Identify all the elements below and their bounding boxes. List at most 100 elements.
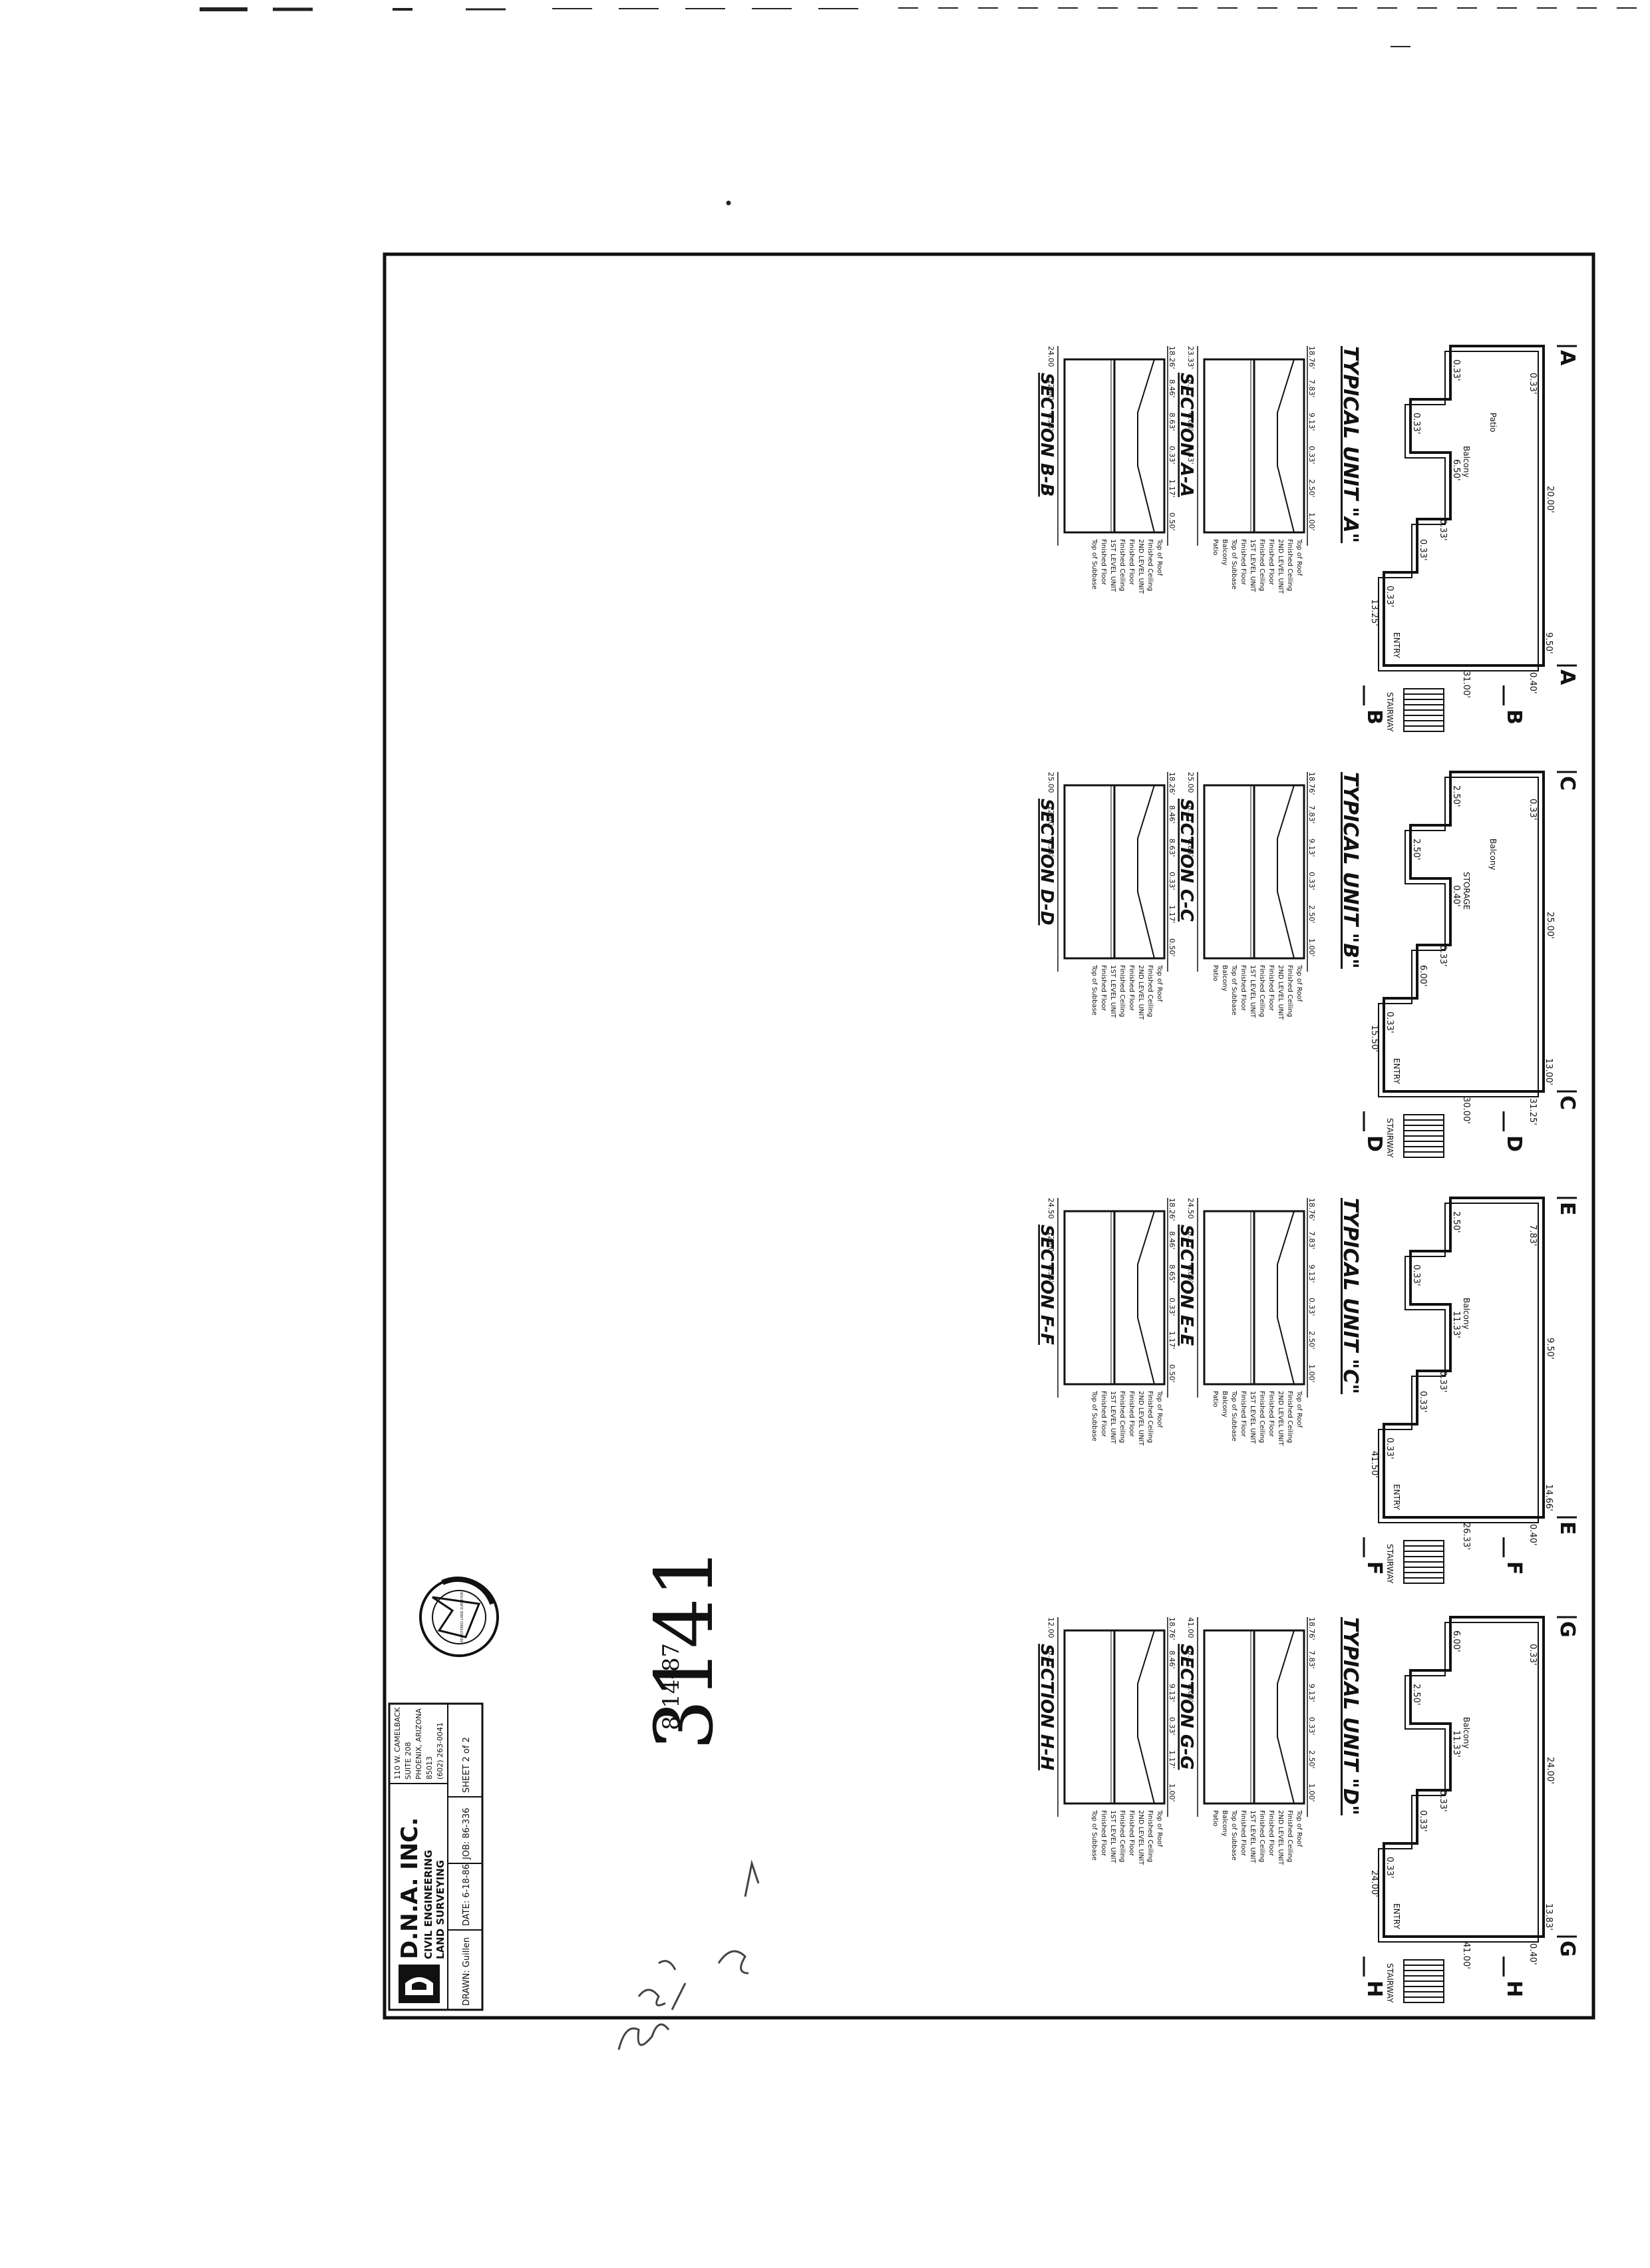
scan-edge-marks [200, 7, 1650, 206]
section-note: Top of Subbase [1090, 538, 1098, 590]
roof-line [1277, 1630, 1295, 1804]
section-dimension: 2.50' [1307, 905, 1316, 924]
section-note: Top of Subbase [1090, 1809, 1098, 1861]
section-dimension: 18.76' [1307, 772, 1316, 795]
units-layer: AABB20.00'0.40'31.00'13.25'9.50'6.50'0.3… [1037, 345, 1579, 2003]
section-title: SECTION C-C [1176, 799, 1196, 922]
plan-dimension: 7.83' [1528, 1225, 1538, 1246]
section-dimension: 18.76' [1307, 1617, 1316, 1640]
plan-dimension: 0.33' [1385, 1857, 1395, 1879]
section-cut-label: D [1363, 1135, 1386, 1152]
section-note: Finished Ceiling [1286, 539, 1293, 591]
company-logo [399, 1965, 440, 2003]
section-note: 2ND LEVEL UNIT [1137, 1810, 1144, 1865]
section-dimension: 8.15' [1186, 1231, 1195, 1250]
section-dimension: 41.00 [1186, 1617, 1195, 1638]
section-dimension: 9.13' [1307, 413, 1316, 431]
section-dimension: 6.00' [1186, 413, 1195, 431]
section-cut-label: F [1363, 1561, 1386, 1575]
plan-dimension: 0.33' [1411, 413, 1421, 435]
stairway-symbol [1403, 688, 1444, 732]
section-dimension: 1.17' [1168, 479, 1176, 498]
section-dimension: 12.00 [1047, 379, 1055, 401]
plan-dimension: 26.33' [1461, 1523, 1471, 1550]
section-dimension: 1.00' [1307, 1784, 1316, 1802]
roof-line [1277, 785, 1295, 959]
roof-line [1137, 1630, 1155, 1804]
section-cut-label: C [1556, 776, 1579, 791]
section-note: Top of Roof [1156, 538, 1163, 576]
unit-inner-outline [1378, 1203, 1539, 1523]
section-dimension: 8.46' [1168, 1231, 1176, 1250]
section-note: Finished Floor [1267, 539, 1275, 586]
section-cut-label: A [1556, 350, 1579, 366]
section-note: Finished Floor [1100, 1391, 1107, 1437]
plan-note: STAIRWAY [1385, 1544, 1395, 1584]
unit-1: CCDD25.00'31.25'30.00'15.50'13.00'0.40'2… [1037, 771, 1579, 1158]
plan-dimension: 0.33' [1528, 1644, 1538, 1666]
unit-plan: GGHH24.00'0.40'41.00'24.00'13.83'11.33'6… [1363, 1616, 1579, 2003]
plan-dimension: 0.40' [1528, 1943, 1538, 1965]
section-cut-label: E [1556, 1521, 1579, 1535]
section-note: 2ND LEVEL UNIT [1137, 539, 1144, 594]
section-dimension: 24.50 [1047, 1198, 1055, 1219]
company-name: D.N.A. INC. [397, 1817, 423, 1959]
section-dimension: 8.15' [1186, 379, 1195, 398]
unit-plan: EEFF9.50'0.40'26.33'41.50'14.66'11.33'2.… [1363, 1197, 1579, 1584]
section-dimension: 0.33' [1168, 872, 1176, 890]
plan-note: ENTRY [1392, 1484, 1401, 1510]
unit-title: TYPICAL UNIT "D" [1339, 1617, 1362, 1815]
section-note: Finished Floor [1267, 1810, 1275, 1857]
section-note: Finished Ceiling [1286, 965, 1293, 1017]
plan-dimension: 24.00' [1369, 1870, 1379, 1897]
section-dimension: 0.33' [1168, 1717, 1176, 1736]
plan-dimension: 0.40' [1528, 672, 1538, 694]
section-dimension: 1.00' [1307, 1364, 1316, 1383]
section-dimension: 1.17' [1168, 905, 1176, 924]
plan-dimension: 24.00' [1545, 1757, 1555, 1784]
plan-dimension: 31.00' [1461, 671, 1471, 698]
section-dimension: 8.46' [1168, 379, 1176, 398]
plan-dimension: 41.50' [1369, 1451, 1379, 1478]
drawing-border [383, 252, 1595, 2020]
plan-dimension: 0.33' [1385, 586, 1395, 608]
section-dimension: 0.33' [1307, 872, 1316, 890]
section-dimension: 18.26' [1168, 1198, 1176, 1221]
section-dimension: 12.00 [1047, 805, 1055, 827]
section-dimension: 8.15' [1186, 1650, 1195, 1669]
section-note: 1ST LEVEL UNIT [1109, 1391, 1116, 1445]
section-note: Finished Ceiling [1118, 1391, 1126, 1443]
section-note: Finished Ceiling [1118, 539, 1126, 591]
plan-dimension: 6.50' [1451, 459, 1461, 481]
plan-dimension: 0.33' [1385, 1012, 1395, 1034]
unit-floor-outline [1383, 771, 1545, 1093]
section-section-g-g: 18.76'7.83'9.13'0.33'2.50'1.00'41.008.15… [1176, 1617, 1316, 1865]
section-note: Finished Floor [1100, 1810, 1107, 1857]
unit-plan: CCDD25.00'31.25'30.00'15.50'13.00'0.40'2… [1363, 771, 1579, 1158]
plan-dimension: 41.00' [1461, 1942, 1471, 1969]
section-dimension: 6.00' [1186, 1264, 1195, 1283]
section-cut-label: H [1363, 1981, 1386, 1997]
section-dimension: 0.33' [1047, 413, 1055, 431]
plan-dimension: 0.33' [1418, 1810, 1428, 1832]
section-section-a-a: 18.76'7.83'9.13'0.33'2.50'1.00'23.33'8.1… [1176, 346, 1316, 594]
plan-dimension: 15.50' [1369, 1025, 1379, 1052]
section-cut-label: A [1556, 669, 1579, 685]
unit-inner-outline [1378, 777, 1539, 1097]
plan-dimension: 31.25' [1528, 1098, 1538, 1125]
section-note: Finished Ceiling [1118, 1810, 1126, 1862]
section-dimension: 0.33' [1047, 1650, 1055, 1669]
section-dimension: 25.00 [1186, 772, 1195, 793]
handwritten-date: 8-14-87 [658, 1643, 685, 1730]
company-service-1: CIVIL ENGINEERING [422, 1850, 434, 1959]
section-dimension: 9.13' [1307, 1264, 1316, 1283]
section-dimension: 1.00' [1168, 1784, 1176, 1802]
section-dimension: 9.13' [1307, 839, 1316, 857]
handwritten-annotations: 3141 8-14-87 [617, 1547, 760, 2050]
section-note: Finished Floor [1128, 539, 1135, 586]
plan-dimension: 13.00' [1544, 1058, 1554, 1085]
roof-line [1137, 1211, 1155, 1385]
section-dimension: 6.00' [1186, 1684, 1195, 1702]
unit-2: EEFF9.50'0.40'26.33'41.50'14.66'11.33'2.… [1037, 1197, 1579, 1584]
section-dimension: 0.50' [1168, 938, 1176, 957]
